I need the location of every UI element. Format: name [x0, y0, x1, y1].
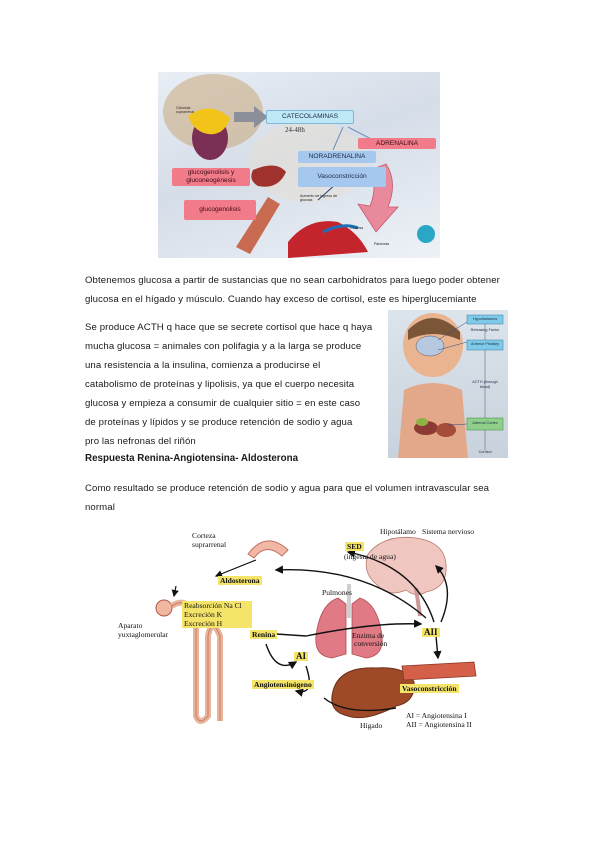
cortisol-label: Cortisol	[478, 450, 492, 454]
conversion-label: conversión	[354, 639, 388, 648]
paragraph-line: glucosa y empieza a consumir de cualquie…	[85, 398, 361, 409]
legend-angiotensin-1: AI = Angiotensina I	[406, 711, 467, 720]
sed-label: SED	[345, 542, 364, 551]
paragraph-line: una resistencia a la insulina, comienza …	[85, 360, 321, 371]
sistema-nervioso-label: Sistema nervioso	[422, 527, 475, 536]
time-label: 24-48h	[285, 126, 305, 134]
paragraph-acth-cortisol: Se produce ACTH q hace que se secrete co…	[85, 318, 385, 451]
hpa-axis-illustration	[398, 313, 504, 458]
paragraph-line: Como resultado se produce retención de s…	[85, 483, 490, 494]
vasoconstriccion-label: Vasoconstricción	[400, 684, 459, 693]
releasing-factor-label: Releasing Factor	[470, 328, 500, 332]
yuxtaglomerular-label: yuxtaglomerular	[118, 630, 169, 639]
raas-illustration	[155, 536, 477, 724]
paragraph-raas: Como resultado se produce retención de s…	[85, 479, 545, 517]
ingesta-label: (ingesta de agua)	[344, 552, 396, 561]
decorative-dot	[417, 225, 435, 243]
anterior-pituitary-label: Anterior Pituitary	[470, 342, 500, 346]
excrecion-h-label: Excreción H	[182, 619, 252, 628]
paragraph-line: normal	[85, 502, 115, 513]
pulmones-label: Pulmones	[322, 588, 352, 597]
paragraph-line: Se produce ACTH q hace que se secrete co…	[85, 322, 373, 333]
corteza-label: Corteza	[192, 531, 216, 540]
paragraph-line: de proteínas y lípidos y se produce rete…	[85, 417, 353, 428]
adrenal-cortex-label: Adrenal Cortex	[472, 421, 498, 425]
hypothalamus-label: Hypothalamus	[472, 317, 498, 321]
paragraph-line: Obtenemos glucosa a partir de sustancias…	[85, 275, 500, 286]
hpa-axis-figure: Hypothalamus Releasing Factor Anterior P…	[388, 310, 508, 458]
paragraph-line: catabolismo de proteínas y lipolisis, ya…	[85, 379, 355, 390]
raas-figure: Corteza suprarrenal Hipotálamo Sistema n…	[116, 526, 486, 740]
renina-label: Renina	[250, 630, 278, 639]
glucose-label: Glucosa	[350, 226, 364, 230]
aparato-label: Aparato	[118, 621, 143, 630]
acth-label: ACTH (through blood)	[472, 380, 498, 389]
angiotensinogeno-label: Angiotensinógeno	[252, 680, 314, 689]
catecholamine-illustration	[163, 74, 435, 258]
excrecion-k-label: Excreción K	[182, 610, 252, 619]
adrenalina-box: ADRENALINA	[358, 138, 436, 149]
section-heading: Respuesta Renina-Angiotensina- Aldostero…	[85, 453, 299, 464]
suprarrenal-label: suprarrenal	[192, 540, 227, 549]
glucogenolisis-gluconeogenesis-box: glucogenolisis y gluconeogénesis	[172, 168, 250, 186]
noradrenalina-box: NORADRENALINA	[298, 151, 376, 163]
catecolaminas-box: CATECOLAMINAS	[266, 110, 354, 124]
paragraph-line: glucosa en el hígado y músculo. Cuando h…	[85, 294, 477, 305]
aldosterona-label: Aldosterona	[218, 576, 262, 585]
paragraph-line: pro las nefronas del riñón	[85, 436, 196, 447]
catecholamine-figure: Glándula suprarrenal CATECOLAMINAS 24-48…	[158, 72, 440, 258]
enzima-label: Enzima de	[352, 631, 385, 640]
legend-angiotensin-2: AII = Angiotensina II	[406, 720, 472, 729]
glucogenolisis-box: glucogenolisis	[184, 200, 256, 220]
paragraph-line: mucha glucosa = animales con polifagia y…	[85, 341, 362, 352]
higado-label: Hígado	[360, 721, 383, 730]
paragraph-gluconeogenesis: Obtenemos glucosa a partir de sustancias…	[85, 271, 545, 309]
glucose-arrow-label: Aumento de ingreso de glucosa	[300, 194, 338, 202]
vasoconstriccion-box: Vasoconstricción	[298, 167, 386, 187]
angiotensin-1-label: AI	[294, 651, 309, 661]
hipotalamo-label: Hipotálamo	[380, 527, 416, 536]
gland-label: Glándula suprarrenal	[176, 106, 195, 114]
reabsorcion-label: Reabsorción Na Cl	[182, 601, 252, 610]
angiotensin-2-label: AII	[422, 627, 440, 637]
pancreas-label: Páncreas	[374, 242, 390, 246]
